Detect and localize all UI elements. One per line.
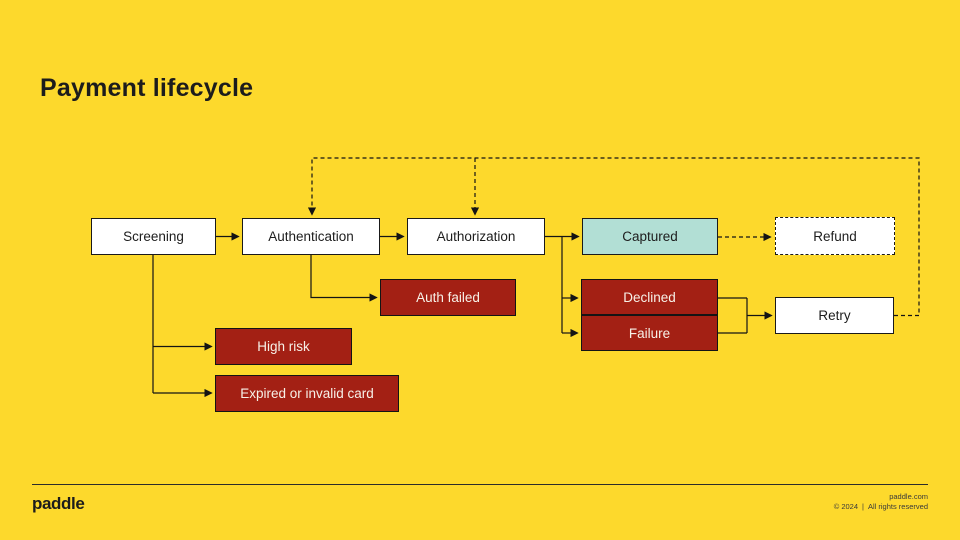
footer-divider-line — [32, 484, 928, 485]
edge-authentication-auth-failed — [310, 255, 378, 302]
footer-rights: All rights reserved — [867, 502, 928, 511]
node-authentication: Authentication — [242, 218, 380, 255]
node-captured: Captured — [582, 218, 718, 255]
node-authorization: Authorization — [407, 218, 545, 255]
footer-meta: paddle.com © 2024|All rights reserved — [834, 492, 928, 512]
node-expired-card: Expired or invalid card — [215, 375, 399, 412]
page-title: Payment lifecycle — [40, 74, 254, 102]
node-retry: Retry — [775, 297, 894, 334]
edge-retry-feedback-authentication — [307, 157, 920, 317]
footer-copyright-row: © 2024|All rights reserved — [834, 502, 928, 512]
node-declined: Declined — [581, 279, 718, 315]
node-auth-failed: Auth failed — [380, 279, 516, 316]
node-high-risk: High risk — [215, 328, 352, 365]
node-failure: Failure — [581, 315, 718, 351]
node-refund: Refund — [775, 217, 895, 255]
footer-separator: | — [862, 502, 864, 511]
footer-website: paddle.com — [889, 492, 928, 501]
node-screening: Screening — [91, 218, 216, 255]
edge-declined-failure-bracket — [718, 297, 748, 334]
paddle-logo: paddle — [32, 494, 85, 513]
footer-copyright: © 2024 — [833, 502, 859, 511]
